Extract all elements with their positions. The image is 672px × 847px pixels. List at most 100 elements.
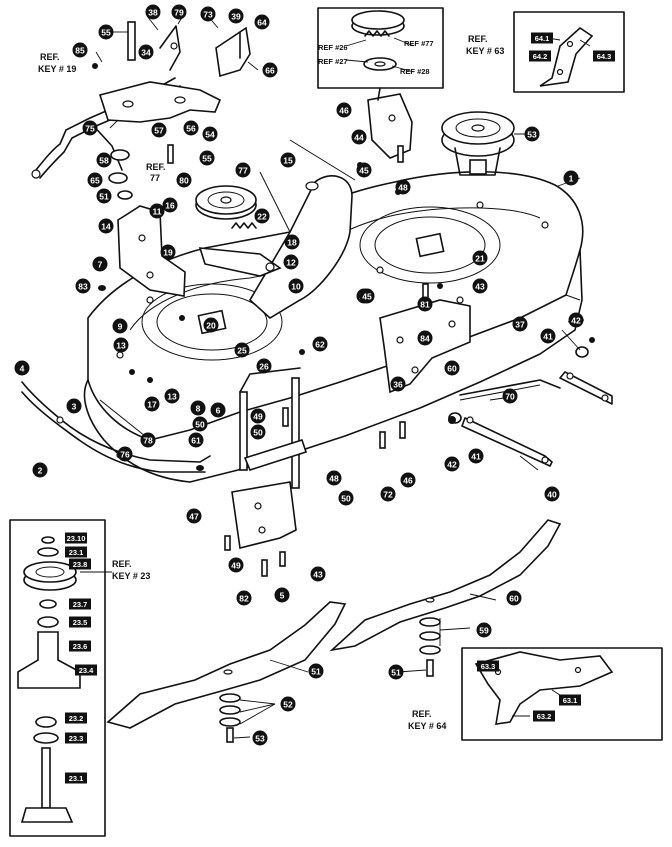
callout-badge-bg bbox=[192, 416, 208, 432]
callout-50: 50 bbox=[338, 490, 354, 506]
boxed-label-bg bbox=[531, 32, 553, 44]
callout-number: 41 bbox=[543, 332, 553, 342]
callout-number: 50 bbox=[341, 494, 351, 504]
callout-badge-bg bbox=[151, 122, 167, 138]
callout-83: 83 bbox=[75, 278, 91, 294]
boxed-label-bg bbox=[69, 640, 91, 652]
ref-key-64-line1: REF. bbox=[412, 709, 432, 719]
callout-badge-bg bbox=[92, 256, 108, 272]
callout-number: 62 bbox=[315, 340, 325, 350]
callout-badge-bg bbox=[82, 120, 98, 136]
callout-9: 9 bbox=[112, 318, 128, 334]
callout-badge-bg bbox=[388, 664, 404, 680]
callout-badge-bg bbox=[203, 317, 219, 333]
callout-number: 53 bbox=[527, 130, 537, 140]
front-bumper bbox=[21, 381, 211, 473]
callout-badge-bg bbox=[476, 622, 492, 638]
callout-41: 41 bbox=[540, 328, 556, 344]
boxed-label-text: 23.7 bbox=[73, 600, 88, 609]
spindle-label-23.1: 23.1 bbox=[65, 772, 87, 784]
callout-number: 4 bbox=[20, 364, 25, 374]
callout-number: 19 bbox=[163, 248, 173, 258]
callout-72: 72 bbox=[380, 486, 396, 502]
callout-64: 64 bbox=[254, 14, 270, 30]
ref-key-19-line1: REF. bbox=[40, 52, 60, 62]
callout-number: 45 bbox=[362, 292, 372, 302]
callout-badge-bg bbox=[14, 360, 30, 376]
callout-badge-bg bbox=[444, 456, 460, 472]
callout-78: 78 bbox=[140, 432, 156, 448]
ref-key-63-line1: REF. bbox=[468, 34, 488, 44]
callout-number: 64 bbox=[257, 18, 267, 28]
callout-65: 65 bbox=[87, 172, 103, 188]
left-idler-pulley bbox=[117, 185, 282, 297]
callout-number: 14 bbox=[101, 222, 111, 232]
callout-61: 61 bbox=[188, 432, 204, 448]
boxed-label-bg bbox=[65, 546, 87, 558]
callout-2: 2 bbox=[32, 462, 48, 478]
callout-number: 2 bbox=[38, 466, 43, 476]
callout-6: 6 bbox=[210, 402, 226, 418]
callout-49: 49 bbox=[228, 557, 244, 573]
callout-badge-bg bbox=[359, 288, 375, 304]
callout-82: 82 bbox=[236, 590, 252, 606]
spindle-label-23.4: 23.4 bbox=[75, 664, 97, 676]
callout-badge-bg bbox=[171, 4, 187, 20]
callout-badge-bg bbox=[75, 278, 91, 294]
boxed-label-bg bbox=[477, 660, 499, 672]
callout-number: 46 bbox=[339, 106, 349, 116]
callout-37: 37 bbox=[512, 316, 528, 332]
callout-number: 34 bbox=[141, 48, 151, 58]
boxed-label-text: 23.1 bbox=[69, 774, 84, 783]
callout-badge-bg bbox=[308, 663, 324, 679]
callout-badge-bg bbox=[506, 590, 522, 606]
callout-badge-bg bbox=[444, 360, 460, 376]
fasteners bbox=[92, 23, 595, 471]
callout-59: 59 bbox=[476, 622, 492, 638]
front-lift-bracket bbox=[224, 367, 406, 577]
spindle-label-23.1: 23.1 bbox=[65, 546, 87, 558]
callout-13: 13 bbox=[164, 388, 180, 404]
callout-19: 19 bbox=[160, 244, 176, 260]
callout-46: 46 bbox=[336, 102, 352, 118]
callout-number: 75 bbox=[85, 124, 95, 134]
spindle-label-23.8: 23.8 bbox=[69, 558, 91, 570]
callout-badge-bg bbox=[312, 336, 328, 352]
callout-number: 50 bbox=[195, 420, 205, 430]
boxed-label-text: 64.1 bbox=[535, 34, 550, 43]
callout-badge-bg bbox=[149, 203, 165, 219]
boxed-label-bg bbox=[69, 558, 91, 570]
callout-badge-bg bbox=[524, 126, 540, 142]
callout-badge-bg bbox=[472, 250, 488, 266]
callout-number: 37 bbox=[515, 320, 525, 330]
callout-43: 43 bbox=[310, 566, 326, 582]
callout-11: 11 bbox=[149, 203, 165, 219]
callout-number: 8 bbox=[196, 404, 201, 414]
callout-57: 57 bbox=[151, 122, 167, 138]
callout-badge-bg bbox=[72, 42, 88, 58]
callout-76: 76 bbox=[117, 446, 133, 462]
callout-badge-bg bbox=[390, 376, 406, 392]
callout-13: 13 bbox=[113, 337, 129, 353]
callout-62: 62 bbox=[312, 336, 328, 352]
callout-25: 25 bbox=[234, 342, 250, 358]
callout-number: 39 bbox=[231, 12, 241, 22]
callout-number: 56 bbox=[186, 124, 196, 134]
callout-number: 15 bbox=[283, 156, 293, 166]
callout-badge-bg bbox=[288, 278, 304, 294]
callout-number: 12 bbox=[286, 258, 296, 268]
callout-number: 79 bbox=[174, 8, 184, 18]
callout-45: 45 bbox=[359, 288, 375, 304]
callout-number: 78 bbox=[143, 436, 153, 446]
boxed-label-bg bbox=[529, 50, 551, 62]
callout-number: 43 bbox=[313, 570, 323, 580]
boxed-label-bg bbox=[69, 616, 91, 628]
callout-number: 20 bbox=[206, 321, 216, 331]
boxed-label-bg bbox=[69, 598, 91, 610]
bracket-top-label-64.3: 64.3 bbox=[593, 50, 615, 62]
callout-badge-bg bbox=[140, 432, 156, 448]
callout-badge-bg bbox=[87, 172, 103, 188]
callout-number: 83 bbox=[78, 282, 88, 292]
callout-58: 58 bbox=[96, 152, 112, 168]
callout-number: 65 bbox=[90, 176, 100, 186]
